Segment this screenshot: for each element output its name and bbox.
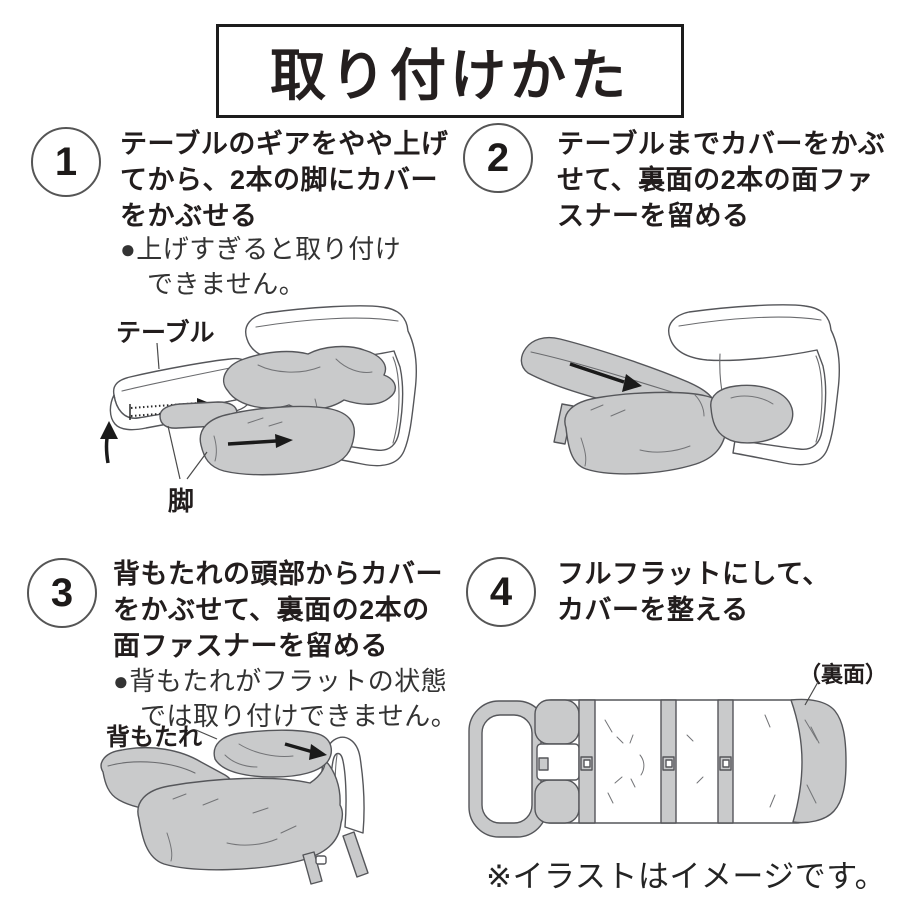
note-line: ●背もたれがフラットの状態 (113, 666, 448, 696)
chair-frame (668, 304, 840, 466)
step-1-instruction: テーブルのギアをやや上げ てから、2本の脚にカバー をかぶせる (120, 126, 448, 234)
chair-frame (245, 305, 417, 467)
instruction-line: テーブルのギアをやや上げ (120, 129, 449, 159)
step-2-number-badge: 2 (463, 123, 533, 193)
step-4-instruction: フルフラットにして、 カバーを整える (557, 556, 830, 628)
backrest-leader-line (195, 729, 218, 740)
leg-leader-line (186, 451, 208, 480)
strap-buckle (538, 757, 549, 771)
cover-seat (137, 758, 344, 871)
step-4-number-badge: 4 (466, 557, 536, 627)
instruction-line: フルフラットにして、 (557, 559, 830, 589)
step-2-number: 2 (486, 135, 510, 180)
cover-seat (564, 391, 729, 475)
back-side-leader-line (804, 681, 819, 706)
instruction-line: をかぶせる (120, 201, 258, 231)
step-4-number: 4 (489, 569, 513, 614)
page-title: 取り付けかた (270, 43, 630, 107)
step-3-number-badge: 3 (27, 558, 97, 628)
fastener-strap (342, 831, 369, 878)
armrest-bump (534, 699, 580, 745)
cover-slide-arrow-icon (569, 362, 642, 392)
instruction-line: 面ファスナーを留める (113, 631, 388, 661)
instruction-line: せて、裏面の2本の面ファ (557, 165, 874, 195)
note-line: できません。 (147, 269, 306, 299)
fastener-strap (302, 851, 323, 885)
footer-disclaimer: ※イラストはイメージです。 (486, 859, 887, 894)
cover-upper (223, 345, 396, 411)
illustration-step-1-chair (100, 305, 417, 480)
illustration-step-2-chair (520, 304, 840, 475)
table-leader-line (156, 342, 160, 370)
label-leg: 脚 (168, 486, 195, 516)
note-line: ●上げすぎると取り付け (120, 234, 402, 264)
step-1-number-badge: 1 (31, 127, 101, 197)
title-box: 取り付けかた (216, 24, 684, 118)
label-backrest: 背もたれ (106, 724, 202, 751)
instruction-line: てから、2本の脚にカバー (120, 165, 439, 195)
instruction-line: カバーを整える (557, 595, 749, 625)
note-line: では取り付けできません。 (140, 701, 458, 731)
armrest-bump (534, 779, 580, 824)
illustration-step-4-flat-chair (468, 681, 847, 838)
step-3-number: 3 (50, 570, 74, 615)
leg-leader-line (167, 425, 181, 480)
step-1-number: 1 (54, 139, 78, 184)
illustration-step-3-chair (100, 729, 369, 885)
step-2-instruction: テーブルまでカバーをかぶ せて、裏面の2本の面ファ スナーを留める (557, 126, 885, 234)
instruction-line: テーブルまでカバーをかぶ (557, 129, 886, 159)
instruction-line: をかぶせて、裏面の2本の (113, 595, 430, 625)
cover-slide-arrow-icon (284, 742, 327, 760)
step-1-note: ●上げすぎると取り付け できません。 (120, 232, 401, 302)
head-end-cap (790, 698, 847, 824)
label-back-side: （裏面） (799, 662, 888, 687)
cover-slide-arrow-icon (227, 434, 293, 448)
step-3-instruction: 背もたれの頭部からカバー をかぶせて、裏面の2本の 面ファスナーを留める (113, 556, 443, 664)
strap-buckle (315, 855, 327, 865)
instruction-line: スナーを留める (557, 201, 750, 231)
instruction-line: 背もたれの頭部からカバー (113, 559, 443, 589)
step-3-note: ●背もたれがフラットの状態 では取り付けできません。 (113, 664, 457, 734)
cover-headrest (710, 384, 794, 444)
label-table: テーブル (116, 319, 215, 347)
up-arrow-icon (100, 421, 118, 464)
